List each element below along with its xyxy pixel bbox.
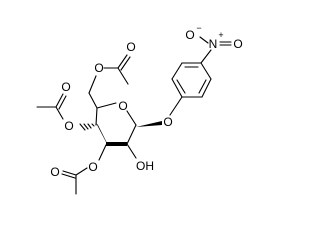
bond-n-o1 — [199, 36, 209, 44]
bond-c3-c4-bold — [96, 123, 108, 145]
bond-co6-ch3 — [117, 67, 129, 85]
bond-c6-o — [88, 75, 97, 94]
chemical-structure: O − N + O O O O O O O O O OH — [36, 23, 243, 195]
atom-label-nitro-o2: O — [233, 37, 242, 51]
bond-c1-oring — [126, 110, 137, 126]
bond-co4-odouble-2 — [58, 95, 67, 110]
atom-label-carbonyl-o4: O — [61, 80, 70, 94]
atom-label-nitro-n: N — [209, 37, 218, 51]
atom-label-nitro-o1: O — [185, 28, 194, 42]
bond-co4-odouble — [55, 93, 64, 108]
bond-c3-o — [98, 144, 107, 161]
bond-c5-c4 — [95, 107, 98, 126]
bond-c2-oh — [126, 143, 137, 159]
bond-c5-c6 — [88, 92, 98, 109]
bond-ar-inner-3 — [176, 79, 186, 94]
bond-ar-2 — [201, 78, 212, 98]
bond-co3-odouble-2 — [61, 173, 76, 179]
bond-aryl-o — [169, 96, 183, 116]
bond-co6-odouble — [117, 54, 128, 69]
bond-c1-c2 — [126, 124, 137, 145]
atom-labels: O − N + O O O O O O O O O OH — [50, 23, 242, 179]
bond-n-aryl — [200, 49, 212, 64]
charge-plus: + — [218, 30, 223, 40]
atom-label-ester-o3: O — [88, 160, 97, 174]
bond-o4-co — [55, 106, 64, 120]
bond-ar-4 — [171, 78, 183, 98]
bond-ar-1 — [200, 62, 212, 80]
atom-label-hydroxyl: OH — [136, 159, 154, 173]
bond-ar-5 — [171, 62, 183, 80]
bond-oring-c5 — [96, 102, 117, 109]
atom-label-carbonyl-o3: O — [50, 165, 59, 179]
bond-co3-odouble — [62, 170, 77, 176]
bond-ar-inner-2 — [198, 79, 207, 94]
atom-label-ring-o: O — [118, 99, 127, 113]
atom-label-ester-o6: O — [94, 61, 103, 75]
atom-label-glycosidic-o: O — [163, 115, 172, 129]
charge-minus: − — [196, 23, 201, 33]
bond-c1-o-wedge — [136, 121, 162, 127]
bond-o3-co — [75, 167, 88, 176]
bonds — [36, 36, 232, 195]
bond-c4-o-hash — [79, 123, 95, 131]
atom-label-ester-o4: O — [64, 119, 73, 133]
bond-co6-odouble-2 — [120, 56, 131, 71]
bond-c2-c3-bold — [106, 142, 127, 146]
atom-label-carbonyl-o6: O — [126, 40, 135, 54]
